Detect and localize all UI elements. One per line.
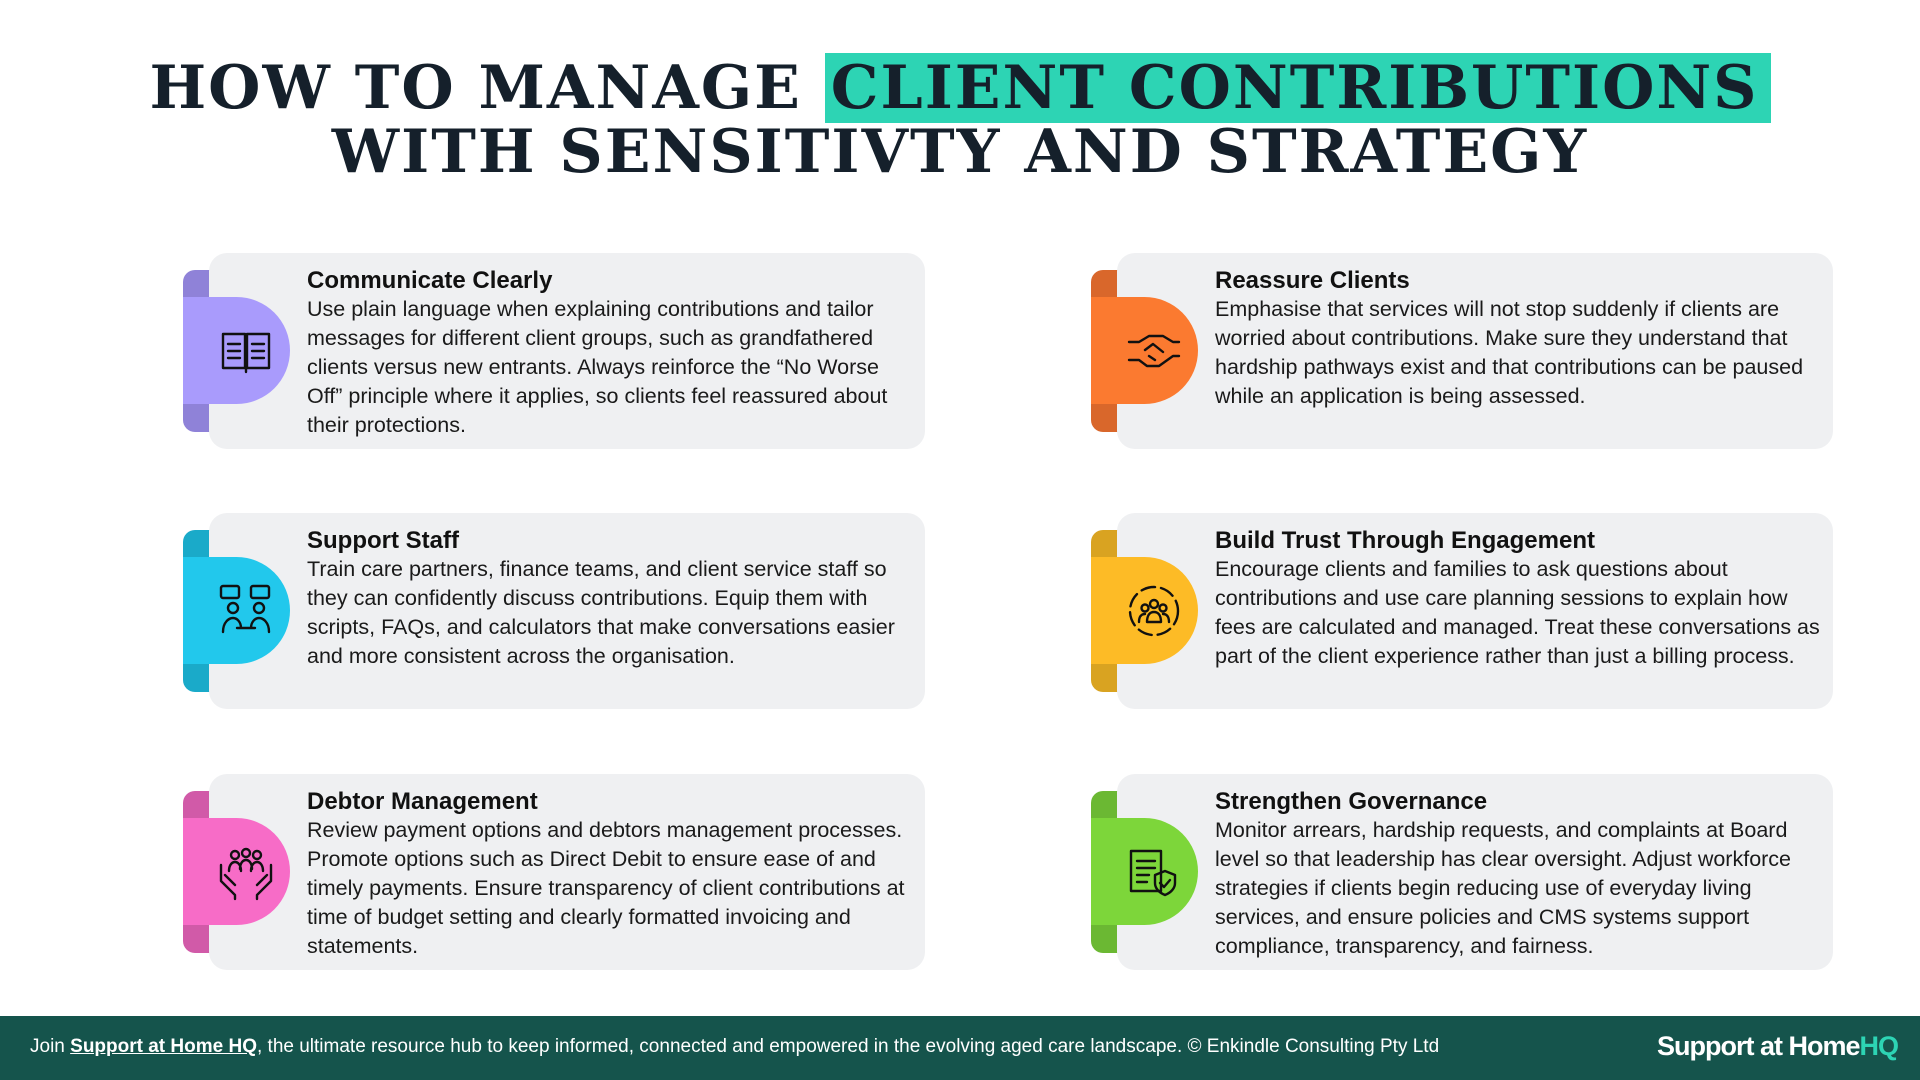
icon-badge xyxy=(1091,557,1198,664)
hands-people-icon xyxy=(219,847,272,900)
card-body: Monitor arrears, hardship requests, and … xyxy=(1215,818,1792,958)
page-title: HOW TO MANAGE CLIENT CONTRIBUTIONS WITH … xyxy=(0,53,1920,187)
footer-rest: , the ultimate resource hub to keep info… xyxy=(256,1036,1440,1057)
card-body: Train care partners, finance teams, and … xyxy=(307,557,895,668)
card-reassure-clients: Reassure Clients Emphasise that services… xyxy=(1091,253,1833,449)
card-build-trust-through-engagement: Build Trust Through Engagement Encourage… xyxy=(1091,513,1833,709)
title-highlight: CLIENT CONTRIBUTIONS xyxy=(824,53,1771,123)
card-heading: Debtor Management xyxy=(307,788,538,815)
icon-badge xyxy=(183,557,290,664)
card-box xyxy=(1117,774,1833,970)
icon-badge xyxy=(1091,818,1198,925)
card-body: Encourage clients and families to ask qu… xyxy=(1215,557,1820,668)
footer-join: Join xyxy=(30,1036,71,1057)
open-book-icon xyxy=(221,332,270,373)
handshake-icon xyxy=(1127,334,1180,367)
group-cycle-icon xyxy=(1128,585,1179,636)
conversation-icon xyxy=(219,584,270,633)
card-heading: Build Trust Through Engagement xyxy=(1215,527,1595,554)
card-heading: Reassure Clients xyxy=(1215,267,1410,294)
card-body: Emphasise that services will not stop su… xyxy=(1215,297,1804,408)
card-body: Use plain language when explaining contr… xyxy=(307,297,888,437)
card-box xyxy=(1117,513,1833,709)
card-strengthen-governance: Strengthen Governance Monitor arrears, h… xyxy=(1091,774,1833,970)
card-heading: Support Staff xyxy=(307,527,459,554)
footer: Join Support at Home HQ, the ultimate re… xyxy=(0,1016,1920,1080)
card-box xyxy=(209,513,925,709)
brand-accent: HQ xyxy=(1859,1031,1899,1061)
brand-logo: Support at HomeHQ xyxy=(1656,1031,1899,1062)
card-heading: Strengthen Governance xyxy=(1215,788,1488,815)
support-at-home-link[interactable]: Support at Home HQ xyxy=(70,1036,257,1057)
card-debtor-management: Debtor Management Review payment options… xyxy=(183,774,925,970)
card-box xyxy=(1117,253,1833,449)
card-box xyxy=(209,774,925,970)
footer-text: Join Support at Home HQ, the ultimate re… xyxy=(30,1036,1439,1058)
icon-badge xyxy=(183,297,290,404)
title-prefix: HOW TO MANAGE xyxy=(149,53,802,123)
card-communicate-clearly: Communicate Clearly Use plain language w… xyxy=(183,253,925,449)
icon-badge xyxy=(1091,297,1198,404)
card-box xyxy=(209,253,925,449)
title-line2: WITH SENSITIVTY AND STRATEGY xyxy=(331,117,1589,187)
icon-badge xyxy=(183,818,290,925)
card-heading: Communicate Clearly xyxy=(307,267,553,294)
brand-main: Support at Home xyxy=(1656,1031,1861,1061)
card-support-staff: Support Staff Train care partners, finan… xyxy=(183,513,925,709)
card-body: Review payment options and debtors manag… xyxy=(307,818,905,958)
document-shield-icon xyxy=(1129,849,1176,896)
